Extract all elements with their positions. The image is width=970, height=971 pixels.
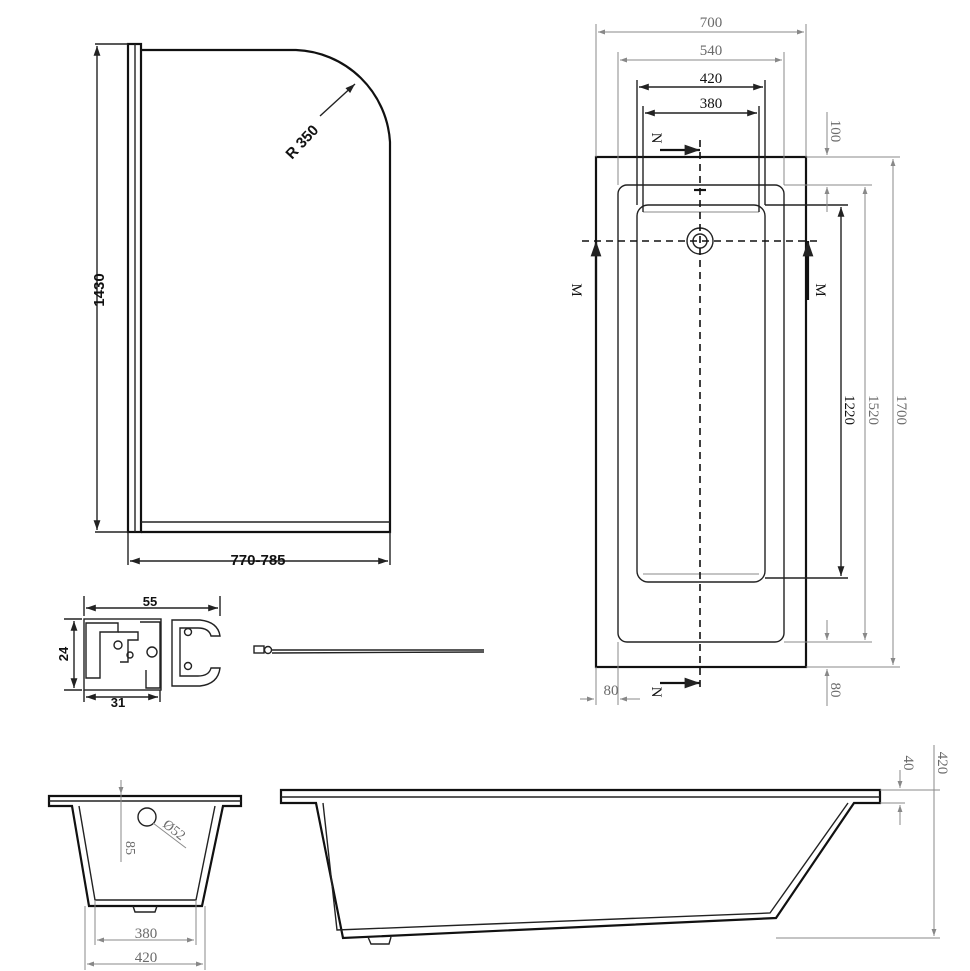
screen-height-dimension: 1430 xyxy=(91,43,128,533)
screen-height-label: 1430 xyxy=(91,273,108,306)
section-m-left-label: M xyxy=(568,283,584,296)
plan-width-dimensions: 700 540 420 380 xyxy=(595,15,807,212)
basin-width-label: 420 xyxy=(700,71,723,87)
plan-centrelines xyxy=(582,140,820,690)
profile-width-label: 55 xyxy=(143,594,157,609)
rim-thickness-label: 40 xyxy=(900,756,916,771)
drain-diameter-label: Ø52 xyxy=(160,817,188,844)
floor-width-label: 380 xyxy=(700,96,723,112)
section-m-view: 40 420 xyxy=(279,745,950,945)
section-m-right-label: M xyxy=(812,283,828,296)
inner-length-label: 1220 xyxy=(841,395,857,425)
section-n-outline xyxy=(47,794,243,913)
profile-detail: 55 24 31 xyxy=(56,594,221,710)
bath-plan-view: N N M M 700 540 420 380 xyxy=(568,15,909,706)
profile-width-dimension: 55 xyxy=(83,594,221,616)
section-m-outline xyxy=(279,788,882,945)
screen-width-label: 770-785 xyxy=(230,552,285,569)
drain-height-label: 85 xyxy=(122,841,137,855)
bottom-rim-label: 80 xyxy=(827,683,843,698)
screen-radius-label: R 350 xyxy=(282,122,322,163)
rim-width-label: 540 xyxy=(700,43,723,59)
side-rim-label: 80 xyxy=(604,683,619,699)
profile-height-dimension: 24 xyxy=(56,618,82,691)
outer-length-label: 1700 xyxy=(893,395,909,425)
bath-plan-outline xyxy=(594,155,808,669)
screen-outline xyxy=(126,42,392,534)
profile-base-label: 31 xyxy=(111,695,125,710)
section-arrows: N N M M xyxy=(568,133,828,698)
profile-shape xyxy=(83,618,221,691)
plan-side-rim-dimension: 80 xyxy=(580,642,640,705)
profile-height-label: 24 xyxy=(56,646,71,661)
hinge-detail xyxy=(253,645,485,655)
screen-radius-dimension: R 350 xyxy=(282,83,356,163)
section-n-view: Ø52 85 380 420 xyxy=(47,780,243,970)
section-n-basin-label: 420 xyxy=(135,950,158,966)
section-n-top-label: N xyxy=(648,133,664,144)
section-n-floor-label: 380 xyxy=(135,926,158,942)
rim-length-label: 1520 xyxy=(865,395,881,425)
top-rim-label: 100 xyxy=(827,120,843,143)
profile-base-dimension: 31 xyxy=(83,690,161,710)
section-n-bottom-label: N xyxy=(648,687,664,698)
shower-screen-view: 1430 770-785 R 350 xyxy=(91,42,392,569)
screen-width-dimension: 770-785 xyxy=(127,532,391,569)
section-m-dimensions: 40 420 xyxy=(776,745,950,939)
outer-width-label: 700 xyxy=(700,15,723,31)
plan-length-dimensions: 1700 1520 1220 100 80 xyxy=(765,112,909,706)
total-depth-label: 420 xyxy=(934,752,950,775)
